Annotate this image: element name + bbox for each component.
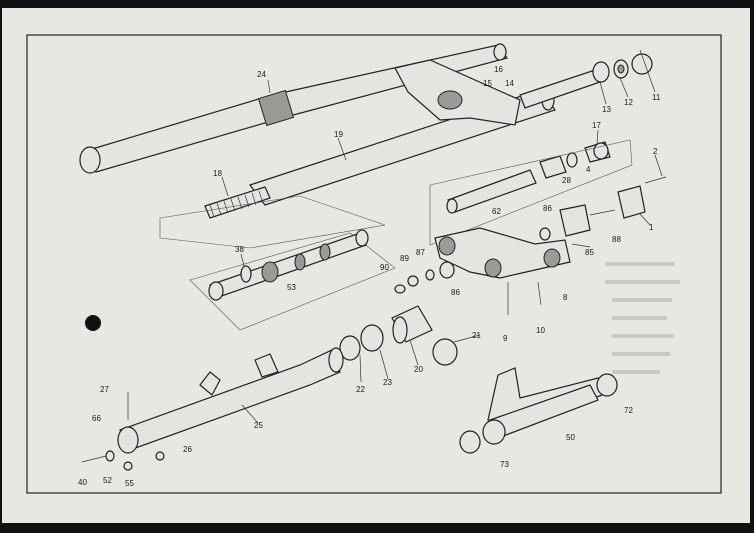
label-73: 73	[500, 460, 509, 469]
handlebar-clamp	[559, 176, 667, 237]
label-28: 28	[562, 176, 571, 185]
label-1: 1	[649, 223, 654, 232]
diagram-frame	[26, 34, 722, 494]
label-11: 11	[652, 93, 661, 102]
seals-and-boot	[339, 305, 458, 366]
label-62: 62	[492, 207, 501, 216]
lower-damper-outline	[189, 232, 396, 331]
label-17: 17	[592, 121, 601, 130]
label-86-mid: 86	[451, 288, 460, 297]
label-86-top: 86	[543, 204, 552, 213]
label-12: 12	[624, 98, 633, 107]
faint-legend-text	[605, 262, 680, 374]
label-10: 10	[536, 326, 545, 335]
label-15: 15	[483, 79, 492, 88]
upper-fork-assembly	[79, 43, 601, 206]
label-52: 52	[103, 476, 112, 485]
label-85: 85	[585, 248, 594, 257]
ink-blot	[85, 315, 101, 331]
leader-lines	[221, 49, 663, 424]
label-21: 21	[472, 331, 481, 340]
label-25: 25	[254, 421, 263, 430]
label-16: 16	[494, 65, 503, 74]
label-89: 89	[400, 254, 409, 263]
tube-outline	[429, 139, 633, 246]
label-66: 66	[92, 414, 101, 423]
label-19: 19	[334, 130, 343, 139]
lower-slider	[81, 347, 344, 471]
label-8: 8	[563, 293, 568, 302]
label-22: 22	[356, 385, 365, 394]
label-72: 72	[624, 406, 633, 415]
label-87: 87	[416, 248, 425, 257]
damper-outline	[159, 195, 386, 249]
label-24: 24	[257, 70, 266, 79]
label-20: 20	[414, 365, 423, 374]
label-88: 88	[612, 235, 621, 244]
inner-tubes	[446, 141, 611, 214]
lower-triple-clamp	[434, 227, 571, 315]
label-38: 38	[235, 245, 244, 254]
label-23: 23	[383, 378, 392, 387]
label-50: 50	[566, 433, 575, 442]
label-14: 14	[505, 79, 514, 88]
label-18: 18	[213, 169, 222, 178]
label-53: 53	[287, 283, 296, 292]
damper-rod	[208, 229, 369, 301]
label-9: 9	[503, 334, 508, 343]
small-hardware	[394, 261, 455, 294]
label-90: 90	[380, 263, 389, 272]
fork-brace	[459, 367, 618, 454]
label-2: 2	[653, 147, 658, 156]
label-13: 13	[602, 105, 611, 114]
label-40: 40	[78, 478, 87, 487]
label-26: 26	[183, 445, 192, 454]
label-4: 4	[586, 165, 591, 174]
label-27: 27	[100, 385, 109, 394]
label-55: 55	[125, 479, 134, 488]
